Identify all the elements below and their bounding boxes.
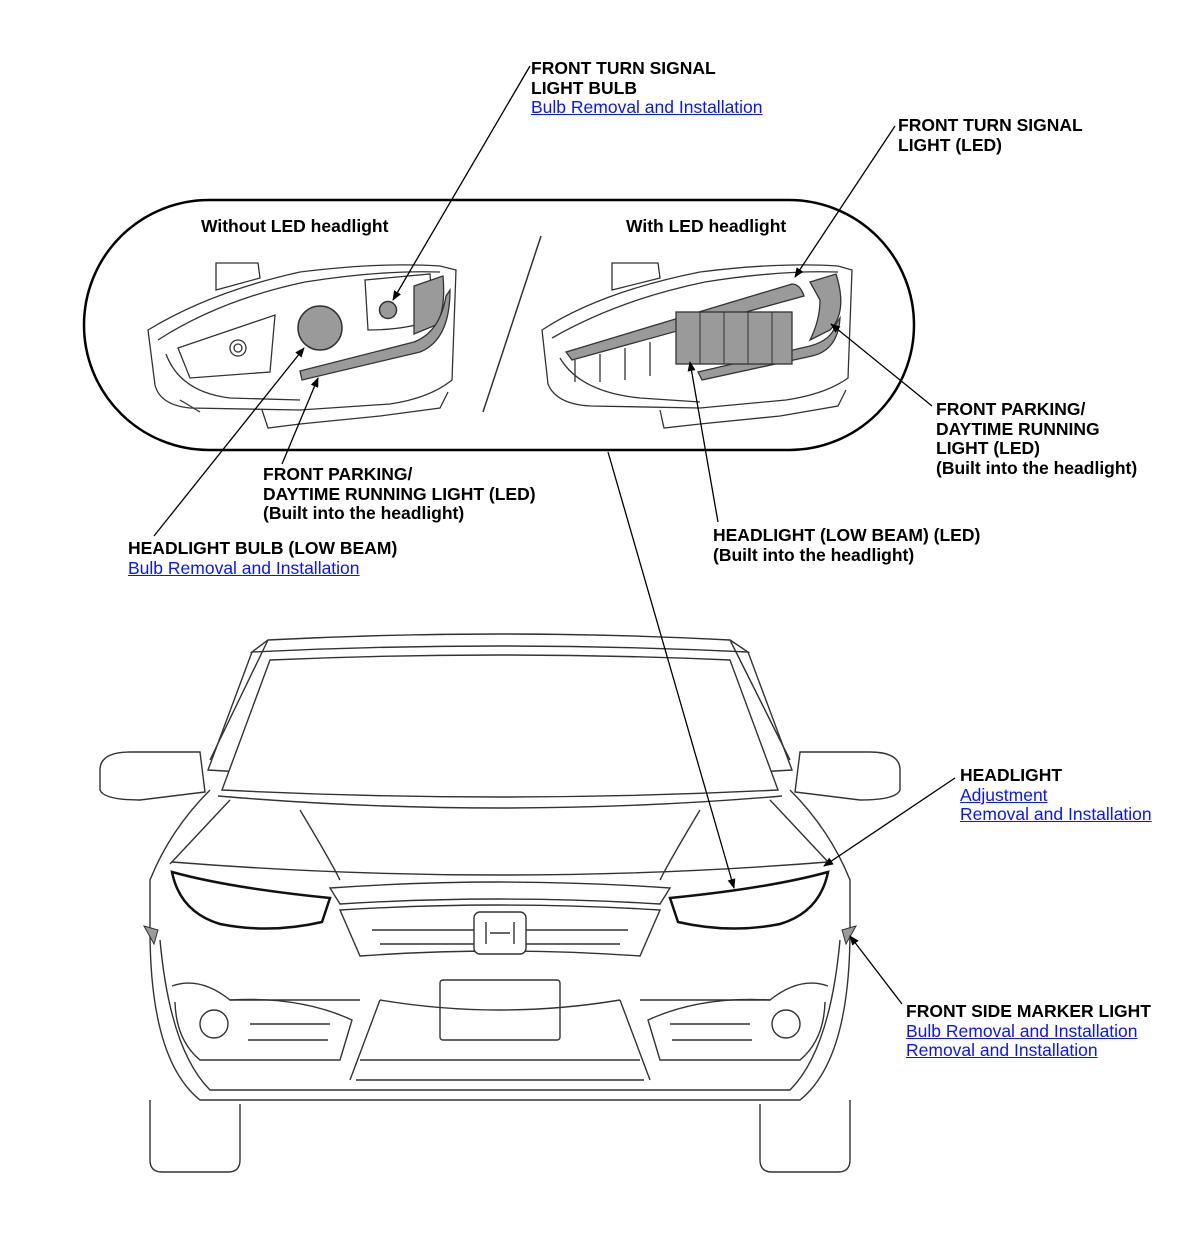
leader-inset-to-vehicle (607, 451, 736, 889)
leader-turn-led (794, 125, 896, 278)
caption-with-led: With LED headlight (626, 216, 787, 236)
label-headlight-bulb: HEADLIGHT BULB (LOW BEAM) Bulb Removal a… (128, 538, 398, 578)
link-side-marker-bulb-removal[interactable]: Bulb Removal and Installation (906, 1020, 1138, 1041)
caption-without-led: Without LED headlight (201, 216, 389, 236)
link-headlight-adjustment[interactable]: Adjustment (960, 784, 1048, 805)
leader-side-marker (849, 935, 903, 1005)
side-marker-right (841, 925, 858, 946)
label-parking-drl-right: FRONT PARKING/ DAYTIME RUNNING LIGHT (LE… (936, 399, 1138, 478)
label-line: LIGHT (LED) (936, 438, 1041, 458)
parking-drl-led-left (299, 287, 451, 381)
leader-headlight-bulb (153, 347, 305, 537)
label-line: (Built into the headlight) (263, 503, 465, 523)
label-headlight: HEADLIGHT Adjustment Removal and Install… (960, 765, 1152, 825)
link-turn-bulb-removal[interactable]: Bulb Removal and Installation (531, 97, 763, 117)
label-line: DAYTIME RUNNING LIGHT (LED) (263, 483, 536, 504)
link-headlight-removal[interactable]: Removal and Installation (960, 804, 1152, 824)
leader-turn-bulb (392, 65, 531, 301)
side-marker-left (142, 925, 159, 946)
inset-divider (482, 235, 542, 413)
link-headlight-bulb-removal[interactable]: Bulb Removal and Installation (128, 557, 360, 578)
label-line: HEADLIGHT (LOW BEAM) (LED) (713, 525, 981, 545)
label-line: HEADLIGHT BULB (LOW BEAM) (128, 538, 398, 558)
label-line: LIGHT (LED) (898, 134, 1003, 155)
label-line: (Built into the headlight) (936, 457, 1138, 478)
headlight-low-beam-led-block (675, 311, 793, 365)
label-front-turn-signal-led: FRONT TURN SIGNAL LIGHT (LED) (898, 115, 1083, 155)
leader-parking-right (830, 323, 933, 407)
label-line: DAYTIME RUNNING (936, 418, 1100, 439)
leader-headlight-led (687, 361, 719, 523)
label-line: FRONT TURN SIGNAL (531, 58, 716, 78)
label-front-side-marker: FRONT SIDE MARKER LIGHT Bulb Removal and… (906, 1001, 1151, 1061)
label-line: HEADLIGHT (960, 765, 1063, 785)
label-line: (Built into the headlight) (713, 544, 915, 565)
label-headlight-low-beam-led: HEADLIGHT (LOW BEAM) (LED) (Built into t… (713, 525, 981, 565)
label-parking-drl-left: FRONT PARKING/ DAYTIME RUNNING LIGHT (LE… (263, 464, 536, 524)
headlight-bulb-low-beam (297, 305, 343, 351)
label-line: FRONT SIDE MARKER LIGHT (906, 1001, 1151, 1021)
vehicle-headlight-right (668, 870, 830, 930)
label-line: FRONT PARKING/ (936, 399, 1086, 419)
vehicle-headlight-left (170, 870, 332, 930)
label-line: FRONT TURN SIGNAL (898, 115, 1083, 135)
label-front-turn-signal-bulb: FRONT TURN SIGNAL LIGHT BULB Bulb Remova… (531, 58, 763, 118)
leader-headlight (823, 777, 956, 867)
leader-parking-left (281, 377, 319, 465)
vehicle-front-view (99, 633, 901, 1173)
turn-signal-bulb (378, 300, 398, 320)
label-line: FRONT PARKING/ (263, 464, 413, 484)
label-line: LIGHT BULB (531, 77, 637, 98)
link-side-marker-removal[interactable]: Removal and Installation (906, 1040, 1098, 1060)
